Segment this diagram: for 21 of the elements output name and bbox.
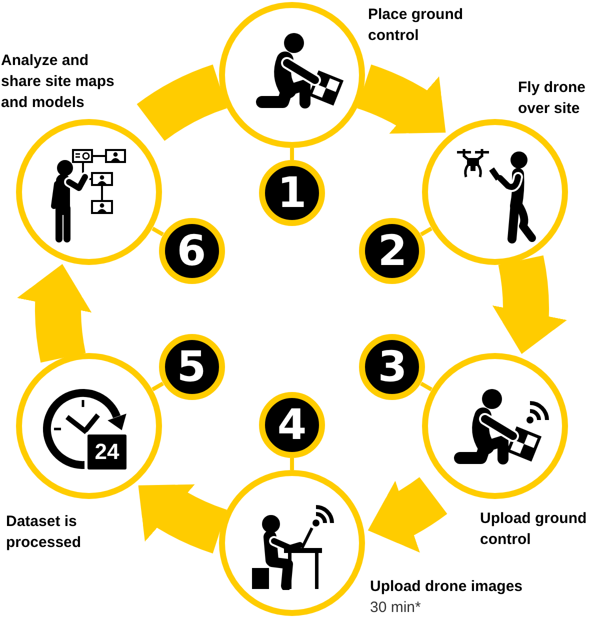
step-number: 4 bbox=[259, 392, 325, 458]
step-number: 2 bbox=[359, 218, 426, 284]
connector-line bbox=[290, 148, 294, 160]
step-label: Analyze and share site maps and models bbox=[1, 51, 116, 113]
hours-number: 24 bbox=[94, 438, 120, 466]
step-number: 6 bbox=[158, 218, 225, 284]
curved-band bbox=[138, 64, 228, 142]
step-number: 1 bbox=[259, 160, 325, 226]
step-label: Dataset is processed bbox=[6, 512, 82, 553]
step-number: 5 bbox=[158, 334, 225, 400]
step-label: Place ground control bbox=[368, 5, 464, 46]
connector-line bbox=[420, 382, 432, 392]
duration-text: 30 min* bbox=[370, 598, 422, 618]
connector-line bbox=[152, 382, 164, 392]
step-label: Fly drone over site bbox=[518, 78, 587, 119]
step-label: Upload ground control bbox=[480, 509, 588, 550]
connector-line bbox=[290, 458, 294, 470]
connector-line bbox=[152, 226, 164, 236]
step-number: 3 bbox=[359, 334, 426, 400]
step-label: Upload drone images bbox=[370, 577, 524, 597]
connector-line bbox=[420, 226, 432, 236]
